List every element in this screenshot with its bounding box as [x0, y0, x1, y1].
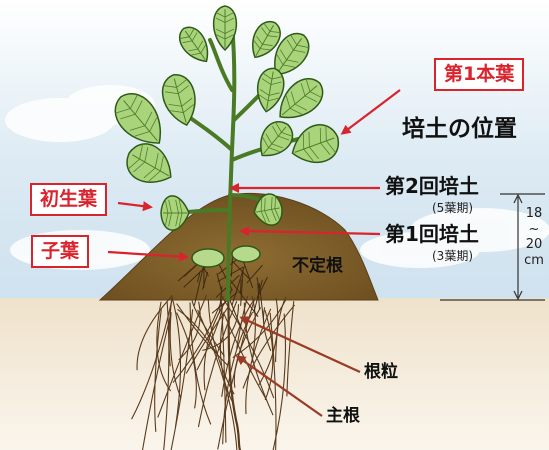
- fibrous-root: [131, 298, 173, 420]
- adventitious-root-line: [211, 291, 238, 314]
- fibrous-root: [243, 302, 274, 416]
- label-hilling-1-note: (3葉期): [432, 249, 473, 263]
- arrow-primary-leaf: [117, 201, 153, 212]
- height-sep: ~: [528, 221, 540, 237]
- label-hilling-1: 第1回培土: [385, 222, 479, 246]
- leaf: [161, 74, 196, 127]
- label-main-leaf: 第1本葉: [434, 58, 525, 91]
- label-cotyledon: 子葉: [31, 235, 90, 268]
- plant-shoot: [114, 5, 340, 302]
- leaf: [253, 193, 283, 226]
- arrow-cotyledon: [107, 250, 189, 262]
- leaf: [252, 20, 281, 59]
- leaf: [160, 195, 190, 231]
- cotyledon-right: [231, 245, 261, 263]
- fibrous-root: [136, 295, 173, 371]
- label-root-nodule: 根粒: [364, 362, 398, 382]
- leaf: [291, 123, 340, 163]
- height-unit: cm: [524, 252, 544, 268]
- leaf: [178, 26, 209, 63]
- fibrous-root: [189, 302, 212, 425]
- fibrous-root: [197, 301, 238, 428]
- adventitious-root-line: [256, 277, 260, 290]
- fibrous-root: [176, 312, 197, 409]
- fibrous-root: [275, 296, 287, 363]
- label-taproot: 主根: [326, 406, 360, 426]
- fibrous-root: [141, 312, 172, 450]
- arrow-taproot: [235, 355, 323, 417]
- adventitious-root-line: [217, 266, 244, 282]
- label-hilling-2-note: (5葉期): [432, 201, 473, 215]
- adventitious-root-line: [232, 260, 250, 280]
- leaf: [279, 78, 324, 119]
- height-marker-text: 18 ~ 20 cm: [520, 206, 548, 268]
- arrow-main-leaf: [340, 89, 401, 135]
- label-arrows: [107, 89, 401, 417]
- fibrous-root: [191, 300, 225, 357]
- arrow-hilling-1: [239, 226, 381, 237]
- fibrous-root: [207, 299, 235, 395]
- fibrous-root: [272, 313, 287, 450]
- adventitious-root-line: [240, 268, 244, 306]
- height-marker: [440, 193, 545, 301]
- fibrous-root: [154, 309, 162, 432]
- adventitious-root-line: [216, 273, 222, 291]
- fibrous-root: [242, 304, 295, 389]
- fibrous-root: [286, 300, 295, 397]
- fibrous-root: [245, 308, 272, 415]
- leaf: [126, 143, 172, 183]
- leaf: [274, 32, 310, 76]
- cotyledon-left: [191, 248, 225, 268]
- leaf: [114, 93, 162, 144]
- leaf: [257, 67, 285, 113]
- height-bottom: 20: [525, 237, 543, 253]
- fibrous-root: [197, 309, 238, 450]
- adventitious-root-line: [219, 286, 223, 313]
- fibrous-root: [170, 294, 182, 428]
- leaf: [212, 5, 238, 52]
- adventitious-root-line: [197, 271, 201, 283]
- fibrous-root: [233, 307, 261, 388]
- fibrous-root: [176, 303, 228, 366]
- label-primary-leaf: 初生葉: [30, 183, 108, 216]
- adventitious-root-line: [183, 264, 209, 288]
- fibrous-root: [220, 301, 227, 443]
- leaf: [260, 121, 294, 157]
- adventitious-root-line: [240, 279, 242, 293]
- arrow-root-nodule: [239, 316, 361, 374]
- height-top: 18: [525, 206, 543, 221]
- adventitious-root-line: [202, 271, 208, 290]
- fibrous-root: [178, 301, 201, 361]
- adventitious-root-line: [231, 266, 245, 306]
- label-adventitious-root: 不定根: [292, 256, 343, 276]
- fibrous-root: [169, 312, 182, 399]
- fibrous-root: [202, 304, 240, 351]
- label-hilling-2: 第2回培土: [385, 174, 479, 198]
- adventitious-root-line: [253, 279, 263, 313]
- adventitious-root-line: [193, 265, 205, 306]
- fibrous-root: [170, 309, 194, 450]
- adventitious-root-line: [230, 256, 233, 277]
- fibrous-root: [172, 296, 224, 383]
- fibrous-root: [264, 310, 274, 401]
- diagram-title: 培土の位置: [402, 116, 517, 142]
- fibrous-root: [177, 309, 217, 354]
- adventitious-root-line: [229, 279, 259, 317]
- adventitious-root-line: [257, 282, 260, 310]
